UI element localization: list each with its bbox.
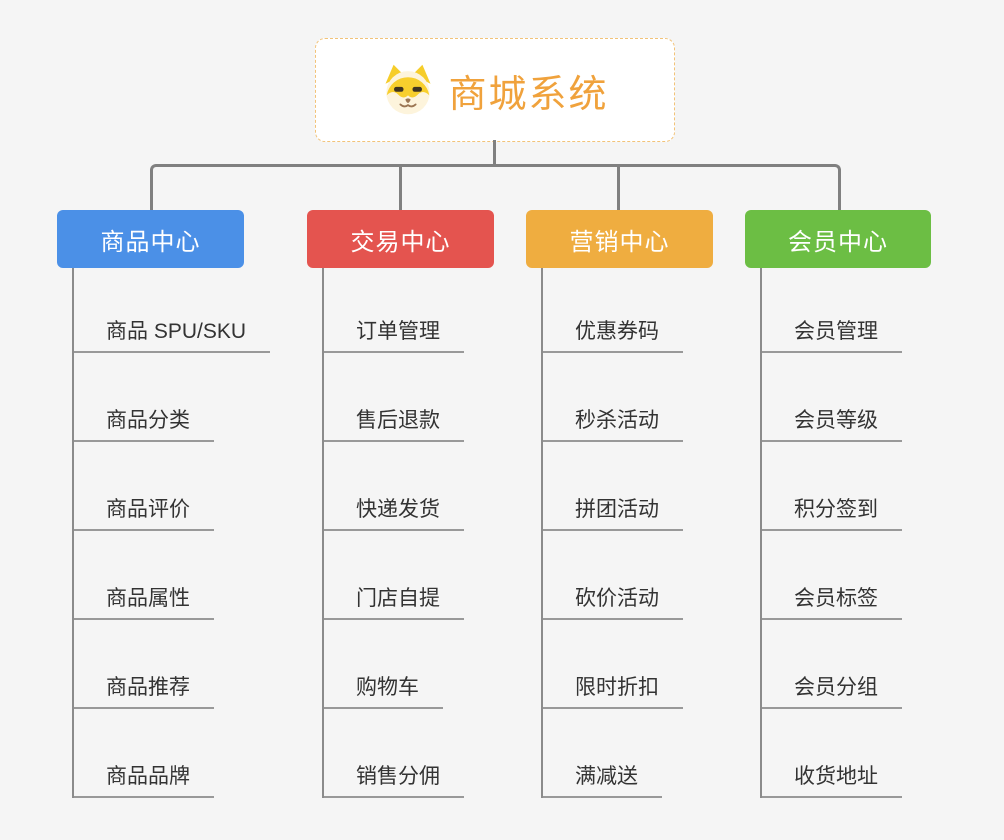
leaf-item[interactable]: 会员分组	[762, 620, 902, 709]
leaf-item[interactable]: 商品品牌	[74, 709, 214, 798]
leaf-item[interactable]: 拼团活动	[543, 442, 683, 531]
branch-member-children: 会员管理 会员等级 积分签到 会员标签 会员分组 收货地址	[760, 268, 902, 798]
branch-member-center[interactable]: 会员中心	[745, 210, 931, 268]
leaf-item[interactable]: 秒杀活动	[543, 353, 683, 442]
leaf-label: 门店自提	[356, 586, 440, 610]
leaf-label: 优惠券码	[575, 319, 659, 343]
branch-marketing-children: 优惠券码 秒杀活动 拼团活动 砍价活动 限时折扣 满减送	[541, 268, 683, 798]
leaf-label: 会员标签	[794, 586, 878, 610]
root-node[interactable]: 商城系统	[315, 38, 675, 142]
branch-marketing-center[interactable]: 营销中心	[526, 210, 713, 268]
leaf-label: 商品 SPU/SKU	[106, 319, 247, 343]
leaf-label: 购物车	[356, 675, 419, 699]
leaf-label: 限时折扣	[575, 675, 659, 699]
leaf-label: 订单管理	[356, 319, 440, 343]
leaf-item[interactable]: 砍价活动	[543, 531, 683, 620]
root-title: 商城系统	[448, 73, 609, 116]
leaf-label: 商品分类	[106, 408, 190, 432]
leaf-item[interactable]: 商品分类	[74, 353, 214, 442]
leaf-item[interactable]: 限时折扣	[543, 620, 683, 709]
leaf-item[interactable]: 商品推荐	[74, 620, 214, 709]
leaf-item[interactable]: 快递发货	[324, 442, 464, 531]
leaf-item[interactable]: 会员等级	[762, 353, 902, 442]
leaf-label: 快递发货	[356, 497, 440, 521]
leaf-label: 商品推荐	[106, 675, 190, 699]
leaf-label: 拼团活动	[575, 497, 659, 521]
leaf-item[interactable]: 满减送	[543, 709, 662, 798]
leaf-label: 满减送	[575, 764, 638, 788]
leaf-item[interactable]: 购物车	[324, 620, 443, 709]
leaf-label: 收货地址	[794, 764, 878, 788]
leaf-label: 销售分佣	[356, 764, 440, 788]
leaf-item[interactable]: 商品属性	[74, 531, 214, 620]
leaf-item[interactable]: 售后退款	[324, 353, 464, 442]
leaf-label: 商品属性	[106, 586, 190, 610]
leaf-item[interactable]: 商品 SPU/SKU	[74, 268, 271, 353]
leaf-label: 会员分组	[794, 675, 878, 699]
leaf-label: 会员管理	[794, 319, 878, 343]
leaf-item[interactable]: 订单管理	[324, 268, 464, 353]
leaf-label: 会员等级	[794, 408, 878, 432]
leaf-label: 商品评价	[106, 497, 190, 521]
branch-trade-center[interactable]: 交易中心	[307, 210, 494, 268]
connector-drop-trade	[399, 164, 402, 210]
leaf-item[interactable]: 门店自提	[324, 531, 464, 620]
leaf-item[interactable]: 积分签到	[762, 442, 902, 531]
leaf-label: 秒杀活动	[575, 408, 659, 432]
dog-face-icon	[385, 64, 431, 115]
connector-bus	[150, 164, 841, 210]
leaf-label: 售后退款	[356, 408, 440, 432]
branch-trade-children: 订单管理 售后退款 快递发货 门店自提 购物车 销售分佣	[322, 268, 464, 798]
leaf-item[interactable]: 优惠券码	[543, 268, 683, 353]
leaf-label: 商品品牌	[106, 764, 190, 788]
leaf-item[interactable]: 商品评价	[74, 442, 214, 531]
connector-drop-marketing	[617, 164, 620, 210]
connector-root-stub	[493, 140, 496, 166]
branch-product-children: 商品 SPU/SKU 商品分类 商品评价 商品属性 商品推荐 商品品牌	[72, 268, 271, 798]
leaf-label: 积分签到	[794, 497, 878, 521]
leaf-item[interactable]: 收货地址	[762, 709, 902, 798]
leaf-item[interactable]: 销售分佣	[324, 709, 464, 798]
leaf-item[interactable]: 会员管理	[762, 268, 902, 353]
leaf-item[interactable]: 会员标签	[762, 531, 902, 620]
leaf-label: 砍价活动	[575, 586, 659, 610]
branch-product-center[interactable]: 商品中心	[57, 210, 244, 268]
